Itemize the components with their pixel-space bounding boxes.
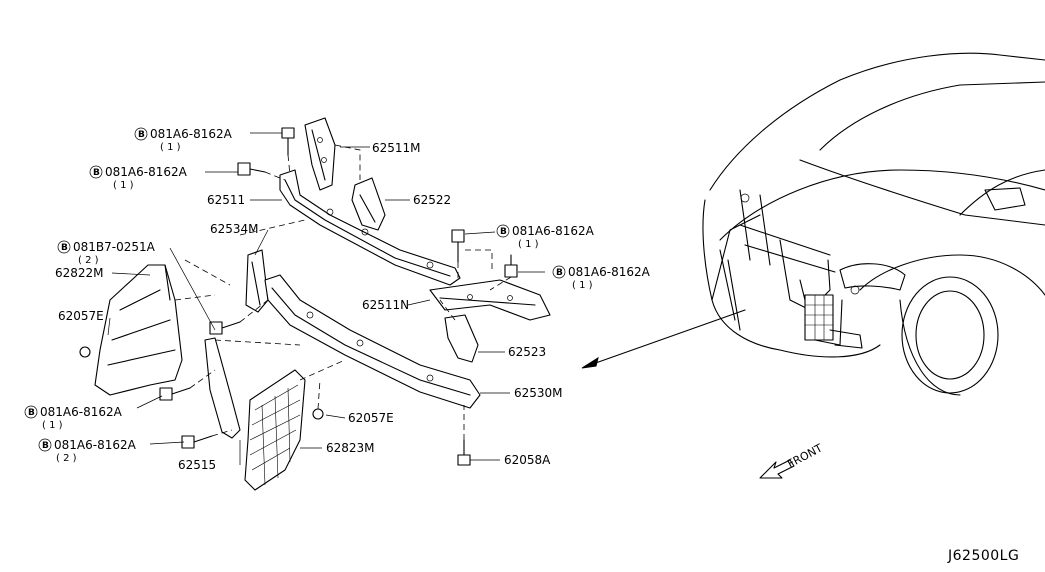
callout-bolt-left-mid-qty: ( 2 ) xyxy=(78,255,99,266)
vehicle-illustration xyxy=(581,52,1045,396)
b-symbol-icon xyxy=(496,224,510,238)
callout-bolt-right-b-qty: ( 1 ) xyxy=(572,280,593,291)
label-62515: 62515 xyxy=(178,458,216,472)
bracket-62523 xyxy=(444,314,479,363)
label-62534M: 62534M xyxy=(210,222,259,236)
b-symbol-icon xyxy=(552,265,566,279)
callout-bolt-left-bottom: 081A6-8162A xyxy=(54,438,137,452)
callout-bolt-left-mid: 081B7-0251A xyxy=(73,240,156,254)
bracket-62511M xyxy=(304,117,336,191)
b-mark: B xyxy=(500,227,507,237)
bracket-62522 xyxy=(351,177,386,231)
bracket-62511N xyxy=(429,279,551,321)
lower-beam-62530M xyxy=(264,274,481,409)
b-mark: B xyxy=(93,168,100,178)
stay-62515 xyxy=(204,337,241,439)
label-62511M: 62511M xyxy=(372,141,421,155)
callout-bolt-right-a: 081A6-8162A xyxy=(512,224,595,238)
upper-beam-62511 xyxy=(279,169,461,286)
label-62522: 62522 xyxy=(413,193,451,207)
callout-bolt-left-low: 081A6-8162A xyxy=(40,405,123,419)
b-symbol-icon xyxy=(89,165,103,179)
label-62530M: 62530M xyxy=(514,386,563,400)
label-62823M: 62823M xyxy=(326,441,375,455)
callout-bolt-right-b: 081A6-8162A xyxy=(568,265,651,279)
leader-lines xyxy=(107,132,545,465)
label-62822M: 62822M xyxy=(55,266,104,280)
front-direction-indicator: FRONT xyxy=(759,441,825,479)
callout-bolt-left-bottom-qty: ( 2 ) xyxy=(56,453,77,464)
bracket-62534M xyxy=(245,249,269,313)
label-62511N: 62511N xyxy=(362,298,409,312)
b-symbol-icon xyxy=(134,127,148,141)
callout-bolt-top-b-qty: ( 1 ) xyxy=(113,180,134,191)
callout-bolt-top-a: 081A6-8162A xyxy=(150,127,233,141)
diagram-id: J62500LG xyxy=(947,548,1019,564)
callout-bolt-top-b: 081A6-8162A xyxy=(105,165,188,179)
b-mark: B xyxy=(61,243,68,253)
b-mark: B xyxy=(42,441,49,451)
b-mark: B xyxy=(28,408,35,418)
callout-bolt-right-a-qty: ( 1 ) xyxy=(518,239,539,250)
grid-cover-62823M xyxy=(244,369,306,491)
label-62057E-mid: 62057E xyxy=(348,411,394,425)
assembly-guides xyxy=(174,144,512,440)
callout-bolt-left-low-qty: ( 1 ) xyxy=(42,420,63,431)
b-mark: B xyxy=(138,130,145,140)
callout-bolt-top-a-qty: ( 1 ) xyxy=(160,142,181,153)
b-symbol-icon xyxy=(38,438,52,452)
side-cover-62822M xyxy=(94,264,183,396)
bolt-icons xyxy=(79,127,518,466)
label-62511: 62511 xyxy=(207,193,245,207)
label-62523: 62523 xyxy=(508,345,546,359)
label-62058A: 62058A xyxy=(504,453,551,467)
callout-labels: B 081A6-8162A ( 1 ) B 081A6-8162A ( 1 ) … xyxy=(24,127,651,472)
label-62057E-left: 62057E xyxy=(58,309,104,323)
front-label: FRONT xyxy=(785,441,825,470)
b-symbol-icon xyxy=(24,405,38,419)
b-mark: B xyxy=(556,268,563,278)
b-symbol-icon xyxy=(57,240,71,254)
